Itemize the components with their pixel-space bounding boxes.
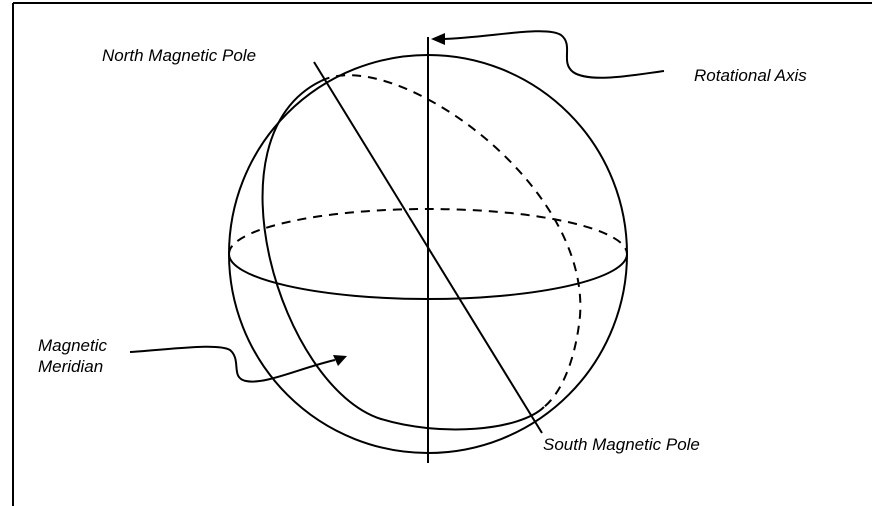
- rotational-axis-arrowhead: [431, 33, 445, 45]
- magnetic-meridian-front: [261, 80, 545, 431]
- rotational-axis-label: Rotational Axis: [694, 66, 807, 85]
- magnetic-axis-line: [313, 61, 543, 434]
- magnetic-meridian-back: [320, 74, 582, 408]
- frame-border: [12, 2, 872, 506]
- magnetic-meridian-leader: [129, 345, 336, 383]
- magnetic-meridian-label: Magnetic Meridian: [38, 335, 107, 377]
- north-magnetic-pole-label: North Magnetic Pole: [102, 46, 257, 65]
- south-magnetic-pole-label: South Magnetic Pole: [543, 435, 700, 454]
- rotational-axis-leader: [441, 30, 665, 79]
- magnetic-meridian-label-line1: Magnetic: [38, 336, 107, 355]
- magnetic-meridian-label-line2: Meridian: [38, 357, 104, 376]
- magnetic-meridian-arrowhead: [333, 355, 347, 366]
